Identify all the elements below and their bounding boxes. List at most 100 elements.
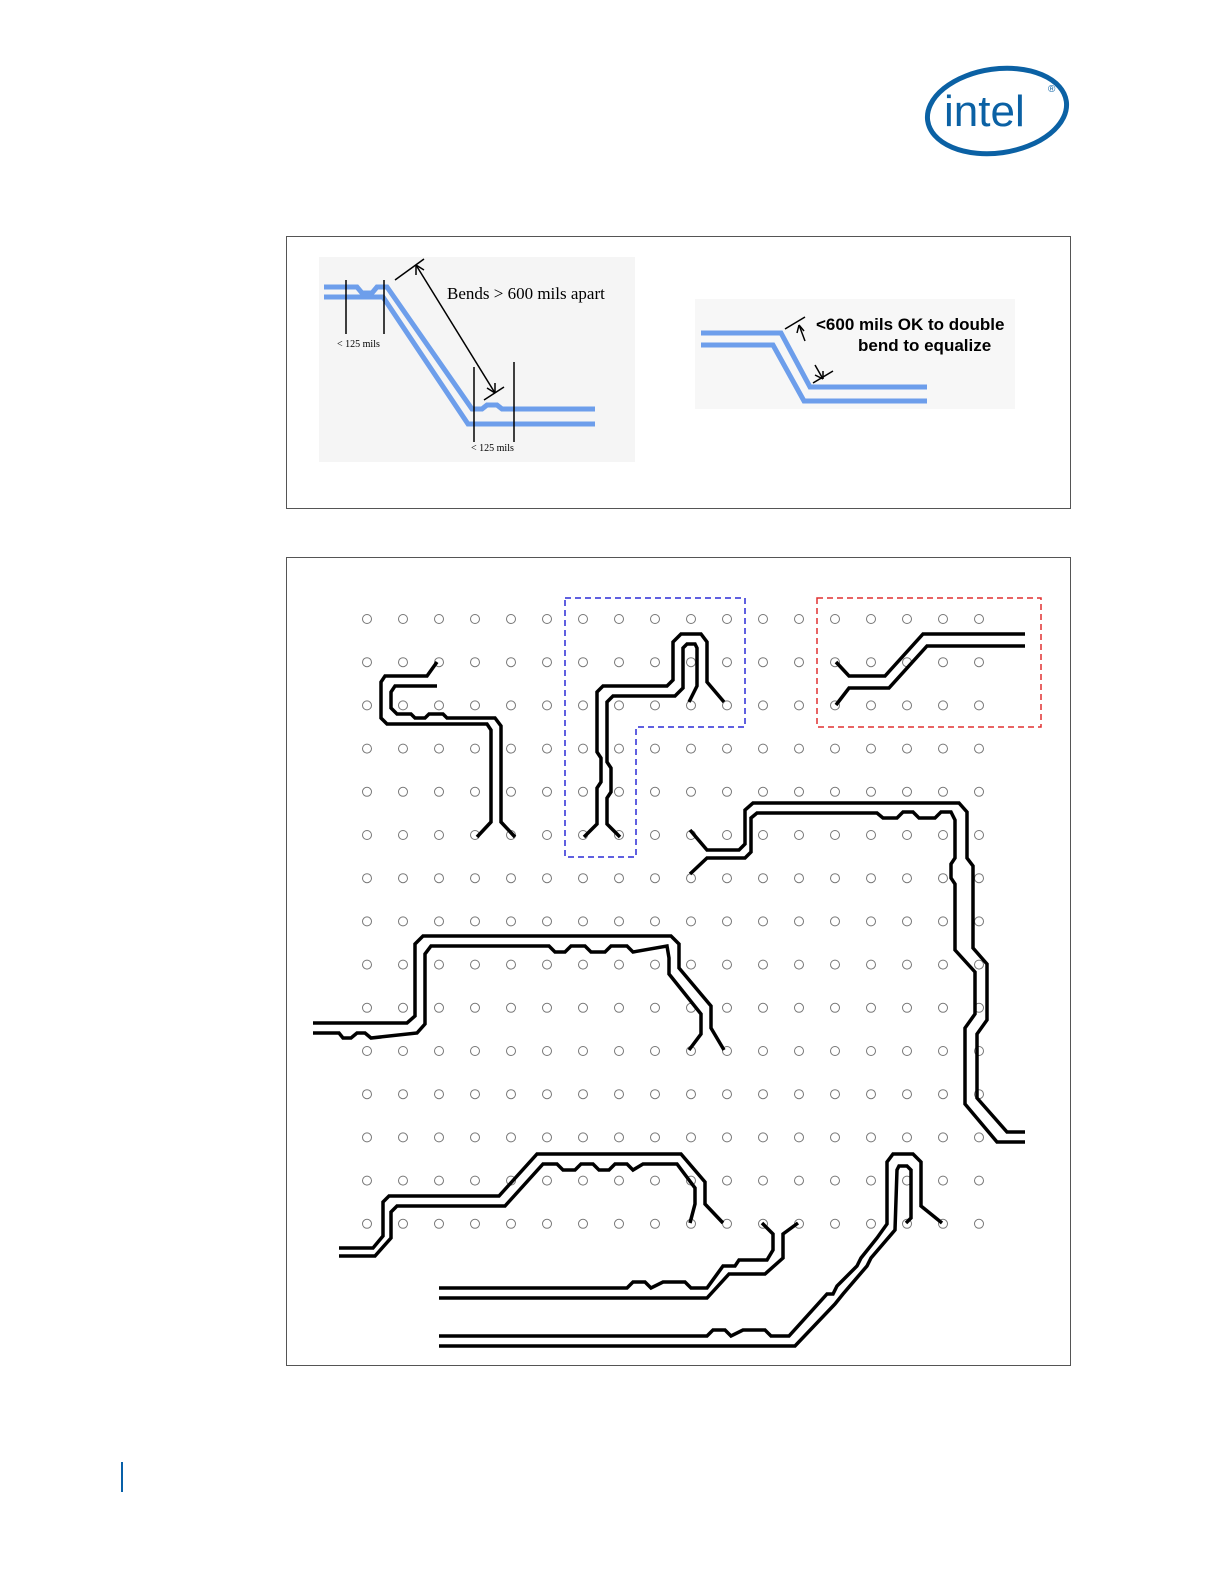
via	[831, 615, 840, 624]
via	[543, 744, 552, 753]
trace-a-inner	[391, 686, 515, 837]
via	[903, 701, 912, 710]
via	[507, 874, 516, 883]
via	[795, 787, 804, 796]
via	[723, 1133, 732, 1142]
via	[975, 960, 984, 969]
logo-registered-mark: ®	[1048, 84, 1056, 95]
via	[471, 1047, 480, 1056]
via	[507, 658, 516, 667]
via	[939, 1176, 948, 1185]
via	[543, 787, 552, 796]
via	[399, 917, 408, 926]
via	[507, 960, 516, 969]
via	[543, 917, 552, 926]
via	[687, 658, 696, 667]
via	[723, 1219, 732, 1228]
via	[471, 701, 480, 710]
via	[471, 744, 480, 753]
via	[615, 1219, 624, 1228]
via	[363, 1090, 372, 1099]
via	[831, 917, 840, 926]
via	[399, 615, 408, 624]
via	[615, 615, 624, 624]
via	[687, 917, 696, 926]
via	[651, 917, 660, 926]
via	[615, 1176, 624, 1185]
via	[507, 701, 516, 710]
via	[507, 1047, 516, 1056]
via	[543, 1176, 552, 1185]
via	[579, 615, 588, 624]
via	[435, 744, 444, 753]
via	[615, 1090, 624, 1099]
trace-f-outer	[339, 1154, 723, 1248]
via	[363, 658, 372, 667]
via	[471, 1090, 480, 1099]
via	[867, 615, 876, 624]
via	[435, 1047, 444, 1056]
via	[903, 744, 912, 753]
via	[867, 1090, 876, 1099]
via	[579, 917, 588, 926]
via	[579, 1090, 588, 1099]
via	[939, 917, 948, 926]
via	[795, 874, 804, 883]
via	[831, 1219, 840, 1228]
via	[687, 1133, 696, 1142]
via	[867, 744, 876, 753]
via	[975, 831, 984, 840]
via	[363, 874, 372, 883]
via	[579, 874, 588, 883]
via	[651, 1176, 660, 1185]
via	[543, 874, 552, 883]
via	[435, 1176, 444, 1185]
via	[363, 1176, 372, 1185]
via	[975, 787, 984, 796]
via	[759, 1176, 768, 1185]
via	[399, 1219, 408, 1228]
via	[975, 1219, 984, 1228]
via	[795, 1133, 804, 1142]
via	[723, 701, 732, 710]
trace-c-top	[836, 634, 1025, 676]
via	[363, 1003, 372, 1012]
via	[399, 831, 408, 840]
via	[615, 1047, 624, 1056]
via	[795, 1090, 804, 1099]
red-highlight-box	[817, 598, 1041, 727]
via	[363, 1133, 372, 1142]
via	[399, 701, 408, 710]
via	[867, 1047, 876, 1056]
trace-h-bottom	[439, 1166, 911, 1346]
via	[867, 1133, 876, 1142]
via	[723, 960, 732, 969]
via	[615, 658, 624, 667]
via	[399, 960, 408, 969]
via	[471, 917, 480, 926]
via	[471, 1219, 480, 1228]
via	[867, 960, 876, 969]
via	[651, 960, 660, 969]
via	[759, 874, 768, 883]
via	[507, 1090, 516, 1099]
via	[723, 831, 732, 840]
routing-diagram	[287, 558, 1072, 1367]
via	[363, 960, 372, 969]
via	[471, 1176, 480, 1185]
via	[723, 1176, 732, 1185]
via	[903, 1003, 912, 1012]
via	[435, 1133, 444, 1142]
via	[615, 744, 624, 753]
via	[651, 1047, 660, 1056]
via	[543, 831, 552, 840]
via	[579, 1176, 588, 1185]
via	[363, 917, 372, 926]
via	[435, 960, 444, 969]
via	[543, 960, 552, 969]
via	[867, 787, 876, 796]
via	[795, 1003, 804, 1012]
via	[435, 787, 444, 796]
via	[687, 960, 696, 969]
via	[363, 1219, 372, 1228]
